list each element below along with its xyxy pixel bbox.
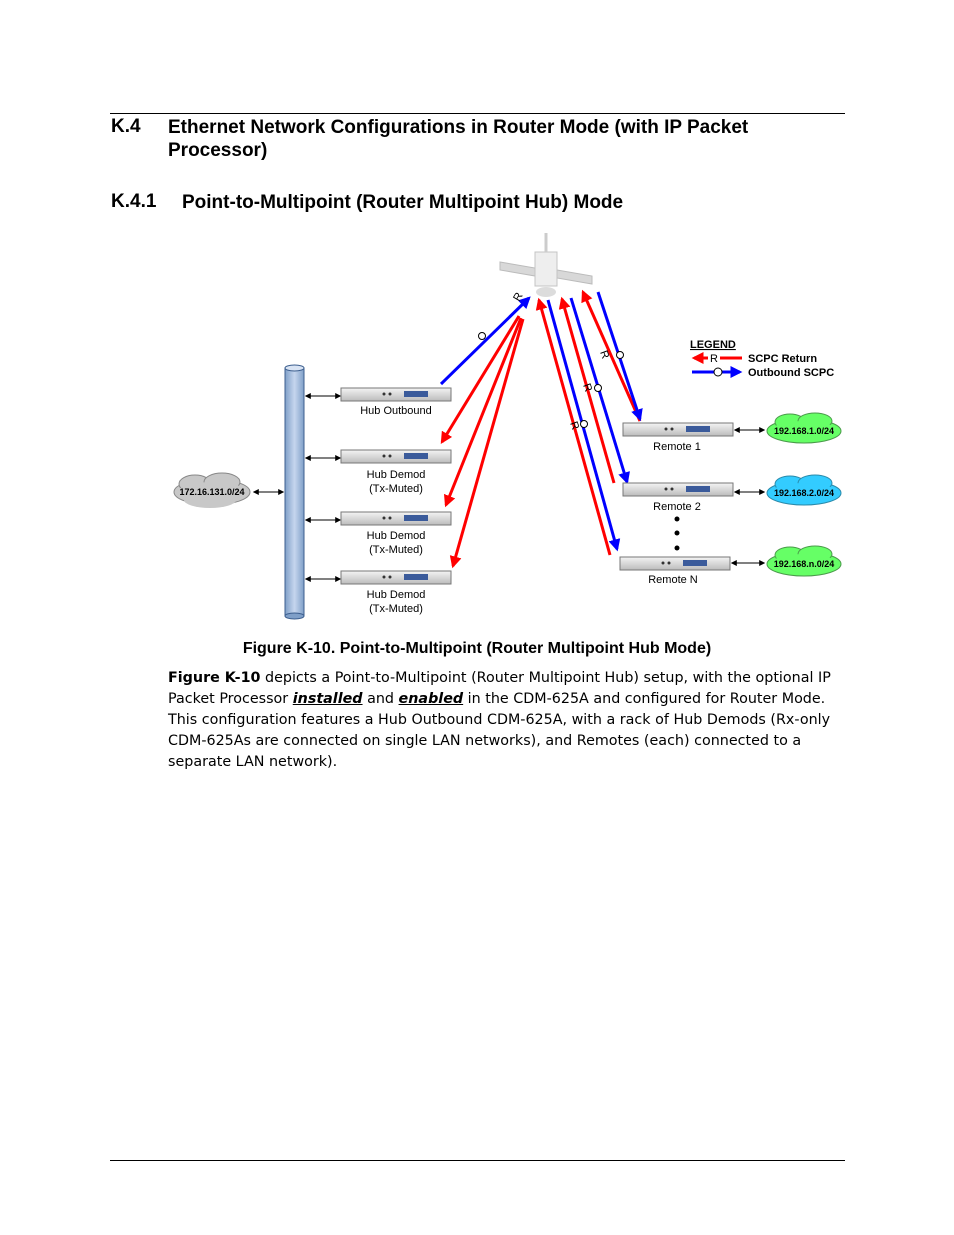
- satellite-icon: [499, 233, 593, 297]
- emphasis-enabled: enabled: [398, 691, 464, 707]
- remote-network-cloud-2: 192.168.2.0/24: [766, 474, 842, 506]
- hub-unit-label: Hub Demod: [367, 469, 426, 481]
- return-link-remote-1: [581, 289, 642, 422]
- remote-network-label: 192.168.2.0/24: [774, 488, 834, 498]
- hub-network-cloud: 172.16.131.0/24: [173, 472, 251, 508]
- hub-unit-demod-1: Hub Demod (Tx-Muted): [304, 449, 452, 495]
- hub-unit-sublabel: (Tx-Muted): [369, 544, 423, 556]
- outbound-link-hub: [439, 296, 531, 386]
- remote-label: Remote N: [648, 574, 698, 586]
- figure-caption: Figure K-10. Point-to-Multipoint (Router…: [242, 640, 712, 657]
- link-marker-o: [594, 384, 602, 392]
- remote-unit-1: Remote 1: [622, 422, 766, 453]
- link-marker-r: R: [567, 420, 581, 432]
- section-number: K.4: [111, 116, 141, 137]
- legend-return-label: SCPC Return: [748, 353, 817, 365]
- emphasis-installed: installed: [292, 691, 363, 707]
- hub-unit-sublabel: (Tx-Muted): [369, 483, 423, 495]
- paragraph-text-2: and: [362, 691, 399, 707]
- remote-unit-2: Remote 2: [622, 482, 766, 513]
- body-paragraph: Figure K-10 depicts a Point-to-Multipoin…: [168, 668, 848, 773]
- figure-reference: Figure K-10: [168, 670, 261, 686]
- hub-unit-demod-3: Hub Demod (Tx-Muted): [304, 570, 452, 615]
- section-title-line1: Ethernet Network Configurations in Route…: [168, 117, 749, 138]
- remote-unit-n: Remote N: [619, 556, 766, 586]
- hub-unit-demod-2: Hub Demod (Tx-Muted): [304, 511, 452, 556]
- remote-label: Remote 1: [653, 441, 701, 453]
- link-marker-r: R: [580, 382, 594, 394]
- paragraph-text-1: depicts a Point-to-Multipoint (Router Mu…: [168, 670, 831, 707]
- return-link-remote-n: [535, 297, 612, 556]
- hub-unit-sublabel: (Tx-Muted): [369, 603, 423, 615]
- hub-network-label: 172.16.131.0/24: [179, 487, 244, 497]
- lan-bus: [284, 364, 305, 620]
- link-marker-o: [478, 332, 486, 340]
- remote-network-cloud-1: 192.168.1.0/24: [766, 412, 842, 444]
- return-link-remote-2: [558, 296, 616, 484]
- link-marker-o: [616, 351, 624, 359]
- paragraph-text-3: in the CDM-625A and configured for Route…: [168, 691, 831, 770]
- remote-network-label: 192.168.n.0/24: [774, 559, 835, 569]
- return-link-demod-2: [444, 317, 523, 508]
- subsection-number: K.4.1: [111, 191, 157, 212]
- subsection-title: Point-to-Multipoint (Router Multipoint H…: [182, 192, 624, 213]
- hub-unit-label: Hub Demod: [367, 589, 426, 601]
- link-marker-r: R: [597, 349, 611, 361]
- hub-unit-label: Hub Demod: [367, 530, 426, 542]
- legend: LEGEND R SCPC Return Outbound SCPC: [690, 339, 834, 379]
- legend-return-letter: R: [710, 353, 718, 365]
- remote-network-label: 192.168.1.0/24: [774, 426, 834, 436]
- remote-network-cloud-n: 192.168.n.0/24: [766, 545, 842, 577]
- legend-outbound-marker: [713, 367, 723, 377]
- remote-label: Remote 2: [653, 501, 701, 513]
- legend-outbound-label: Outbound SCPC: [748, 367, 834, 379]
- top-rule: [110, 113, 845, 114]
- return-link-demod-3: [449, 318, 525, 569]
- legend-title: LEGEND: [690, 339, 736, 351]
- hub-unit-outbound: Hub Outbound: [304, 387, 452, 417]
- network-diagram: R R R R LEGEND R SCPC Return Outbound SC…: [173, 233, 842, 620]
- return-link-demod-1: [440, 315, 521, 445]
- hub-unit-label: Hub Outbound: [360, 405, 432, 417]
- link-marker-o: [580, 420, 588, 428]
- signal-links: [439, 289, 643, 569]
- section-title-line2: Processor): [168, 140, 268, 161]
- bottom-rule: [110, 1160, 845, 1161]
- ellipsis-dots: [674, 516, 680, 551]
